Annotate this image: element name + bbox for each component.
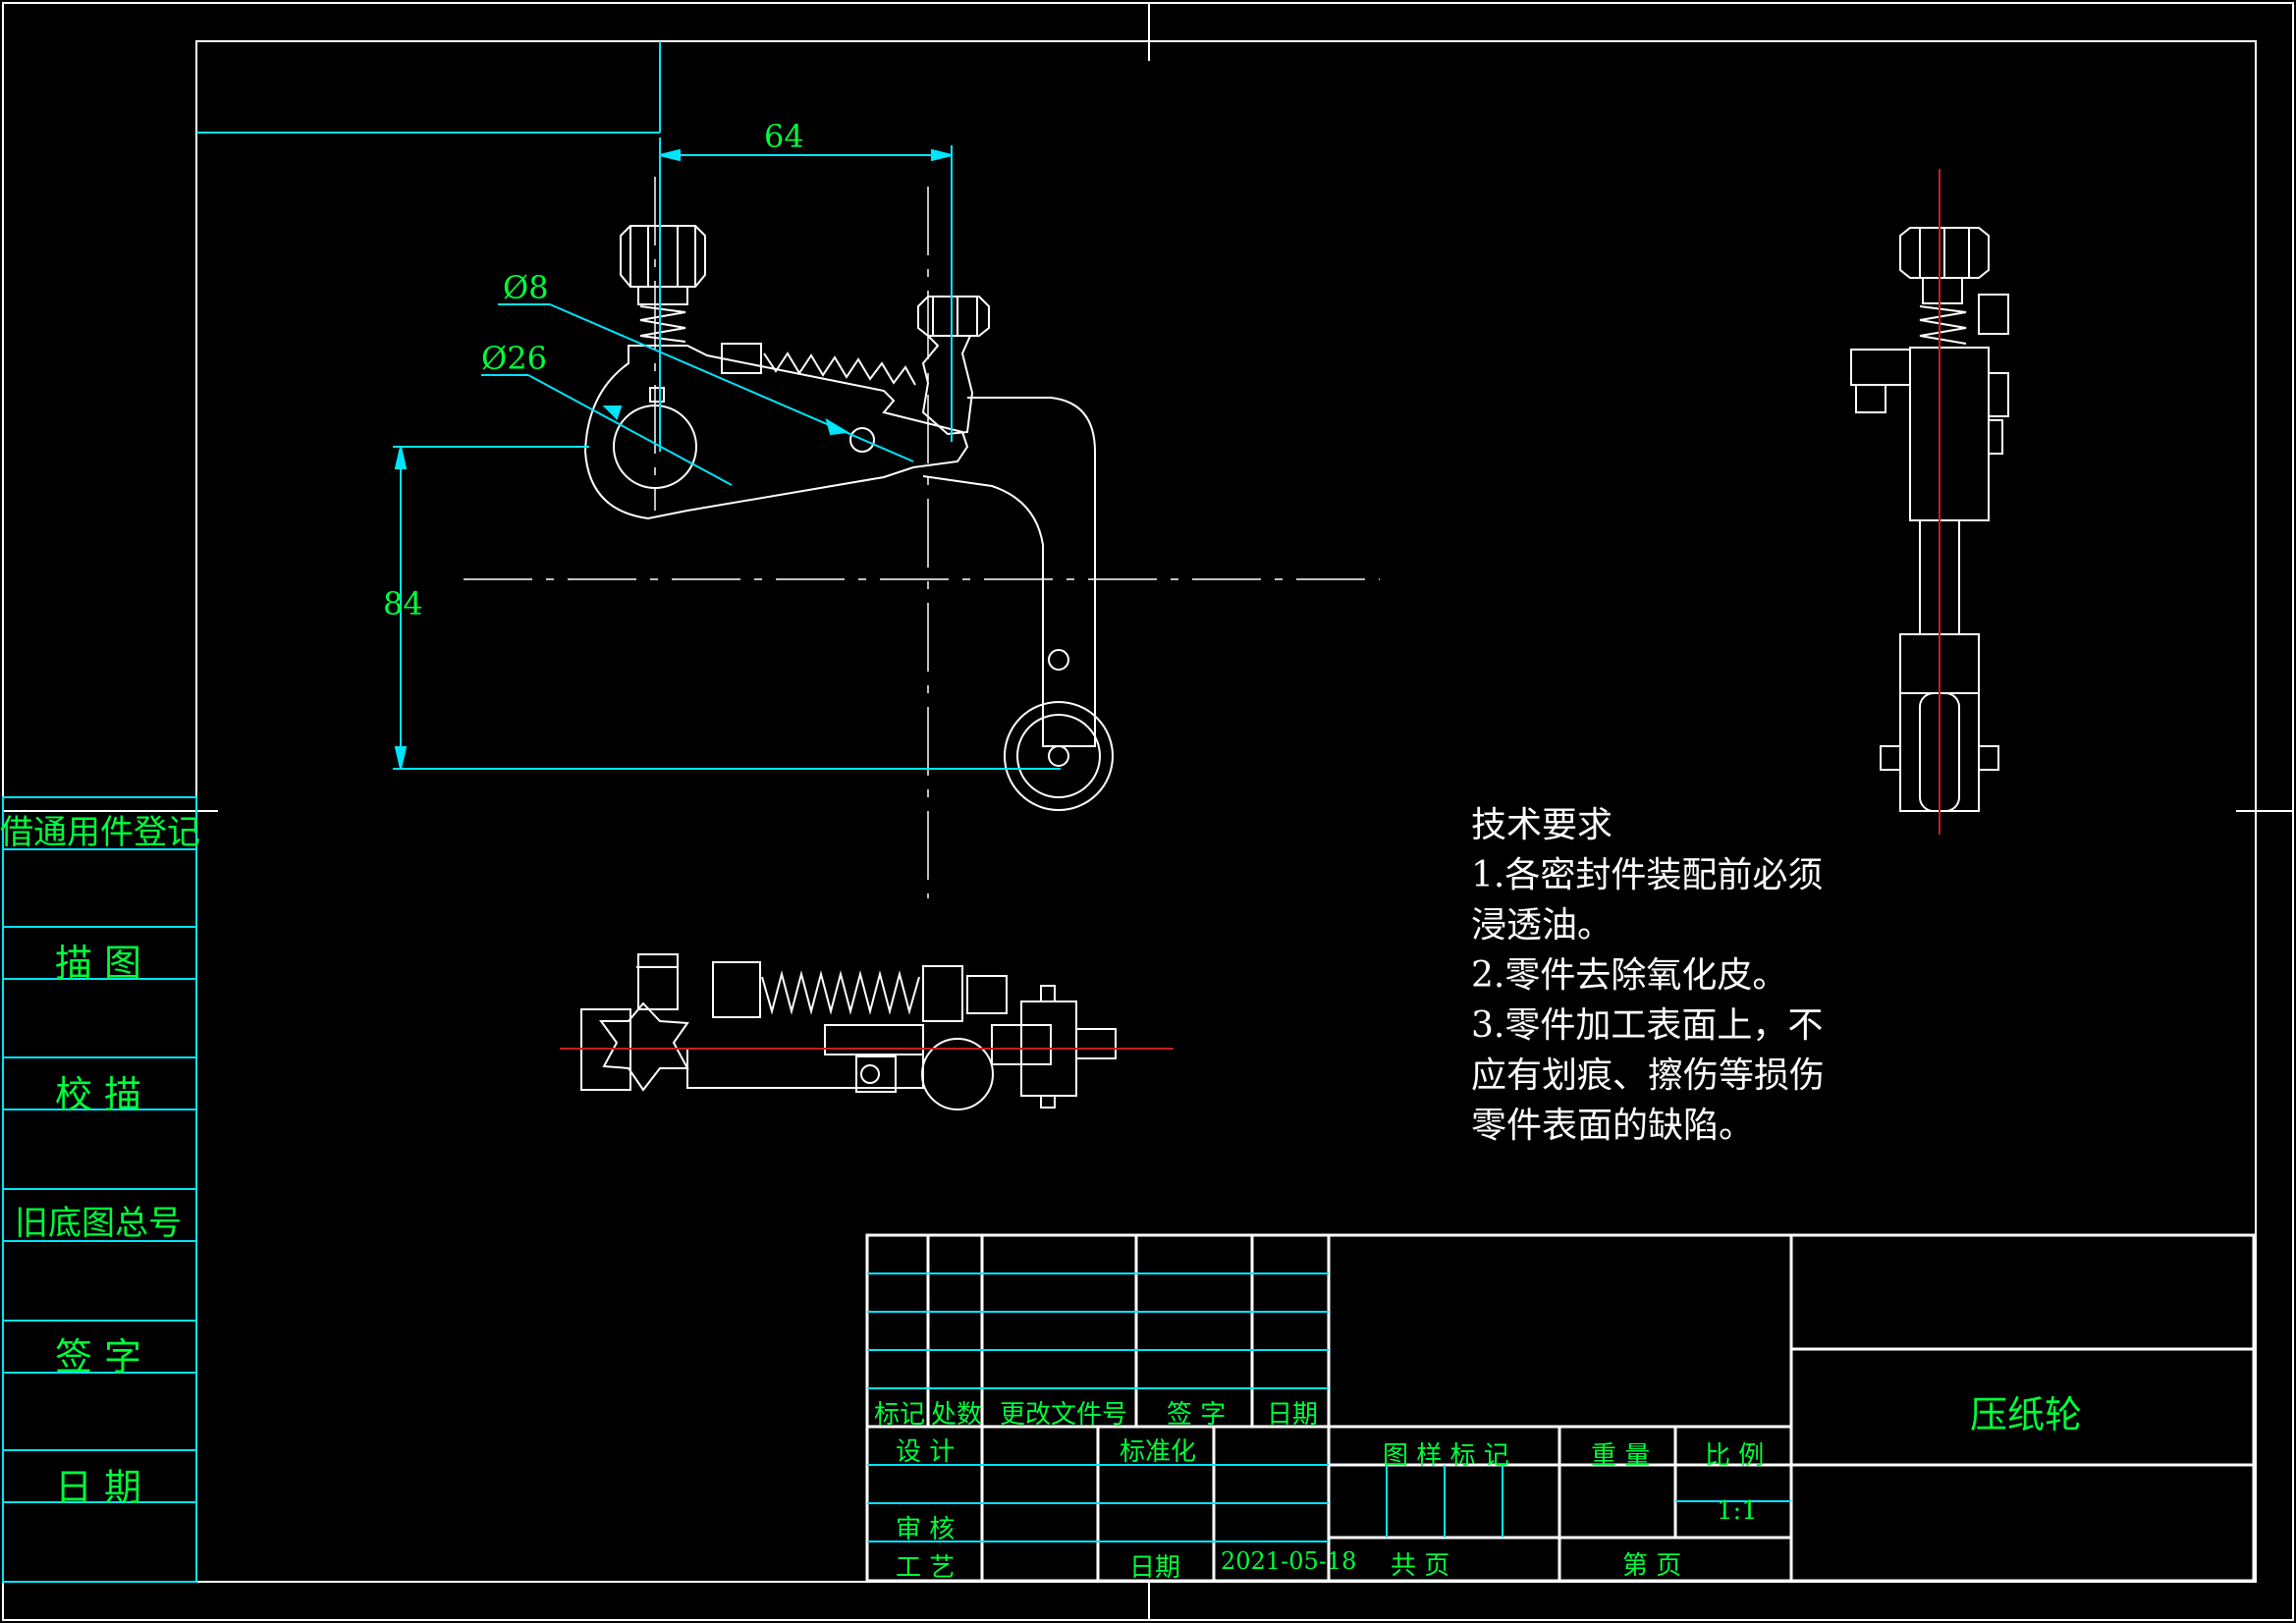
tb-header-signature: 签 字: [1167, 1400, 1227, 1430]
tb-header-count: 处数: [931, 1400, 983, 1430]
side-label-date: 日 期: [54, 1466, 142, 1509]
tb-header-mark: 标记: [874, 1400, 926, 1430]
tb-header-change-doc: 更改文件号: [1000, 1400, 1128, 1430]
tb-date-label: 日期: [1129, 1553, 1181, 1583]
side-panel-grid: [2, 796, 197, 1583]
tb-process-label: 工 艺: [896, 1553, 956, 1583]
top-left-box: [196, 41, 661, 134]
tb-design-label: 设 计: [896, 1437, 956, 1467]
width-dimension-label: 64: [764, 118, 804, 155]
tech-line: 1.各密封件装配前必须: [1471, 855, 1824, 895]
tb-page-number: 第 页: [1622, 1551, 1682, 1581]
tech-line: 浸透油。: [1471, 905, 1613, 946]
top-view: [580, 953, 1117, 1110]
technical-requirements: 技术要求 1.各密封件装配前必须 浸透油。 2.零件去除氧化皮。 3.零件加工表…: [1471, 800, 1825, 1151]
title-block-grid: [867, 1272, 1791, 1542]
dimension-lines: [393, 137, 1061, 770]
tech-line: 3.零件加工表面上，不: [1471, 1005, 1824, 1046]
tech-line: 2.零件去除氧化皮。: [1471, 955, 1788, 996]
side-label-tracing-check: 校 描: [54, 1073, 142, 1116]
large-diameter-label: Ø26: [481, 340, 547, 377]
side-label-tracing: 描 图: [54, 942, 142, 985]
tb-scale-label: 比 例: [1705, 1441, 1765, 1471]
tb-header-date: 日期: [1267, 1400, 1319, 1430]
tb-review-label: 审 核: [896, 1515, 956, 1544]
part-name: 压纸轮: [1970, 1393, 2083, 1436]
height-dimension-label: 84: [383, 585, 423, 622]
tb-weight-label: 重 量: [1591, 1441, 1651, 1471]
small-diameter-label: Ø8: [503, 269, 549, 306]
side-label-borrowed-parts: 借通用件登记: [0, 813, 200, 852]
side-label-old-drawing-no: 旧底图总号: [15, 1204, 182, 1243]
tb-total-pages: 共 页: [1391, 1551, 1450, 1581]
front-view-centerlines: [464, 177, 1380, 898]
tb-scale-value: 1:1: [1717, 1496, 1758, 1526]
tech-line: 应有划痕、擦伤等损伤: [1471, 1055, 1826, 1096]
front-view: [583, 225, 1114, 811]
side-label-signature: 签 字: [54, 1335, 142, 1379]
tech-line: 零件表面的缺陷。: [1471, 1106, 1755, 1146]
tech-title: 技术要求: [1471, 805, 1613, 845]
tb-date-value: 2021-05-18: [1221, 1547, 1357, 1575]
tb-sample-mark-label: 图 样 标 记: [1383, 1441, 1509, 1471]
side-view: [1850, 227, 2009, 812]
tb-standardization-label: 标准化: [1120, 1437, 1197, 1467]
